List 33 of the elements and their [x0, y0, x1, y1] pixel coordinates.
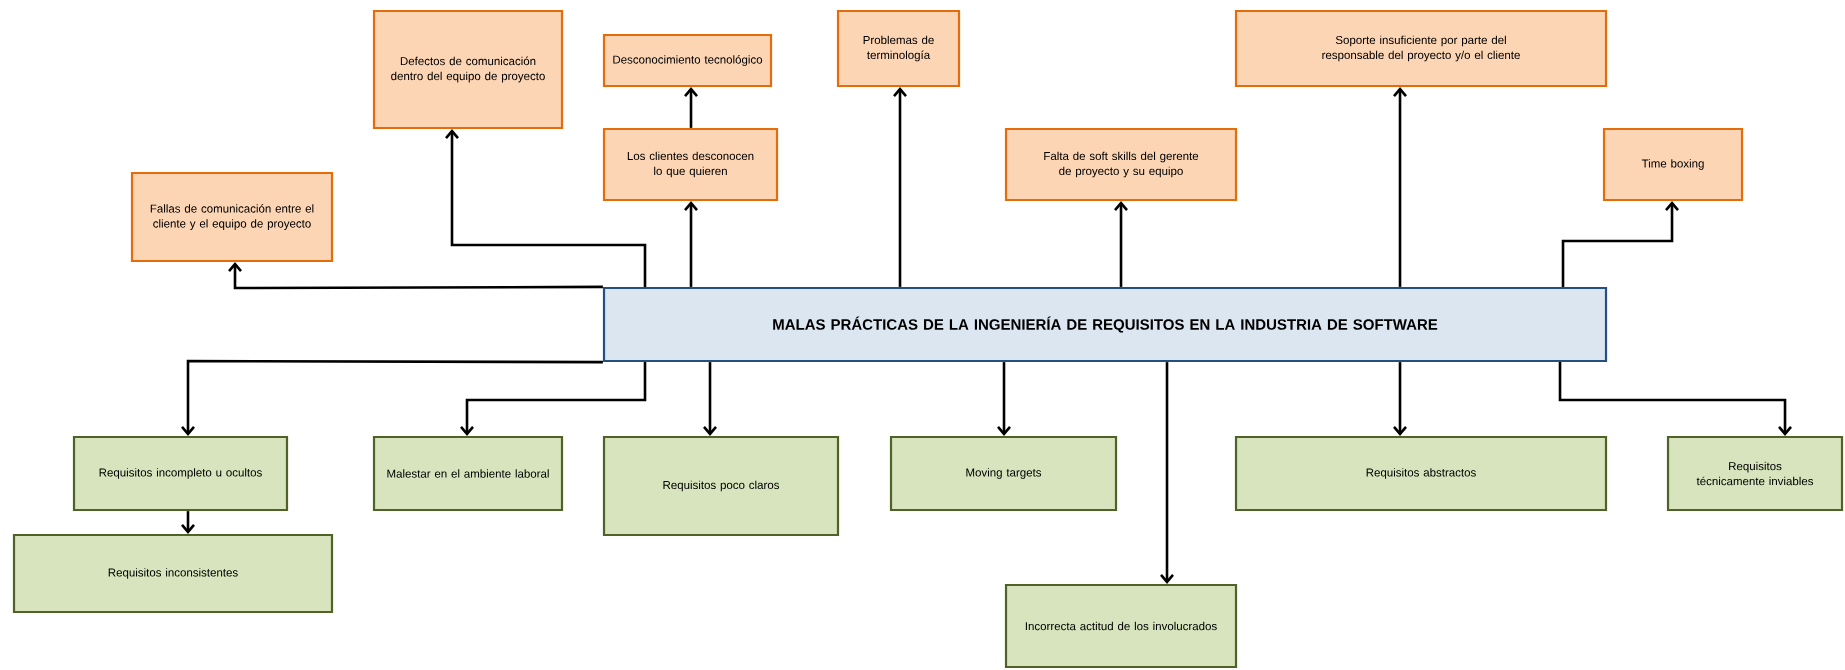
arrow [997, 362, 1011, 436]
effect-box: Incorrecta actitud de los involucrados [1004, 583, 1238, 669]
arrow [1561, 201, 1679, 287]
effect-box: Requisitos abstractos [1234, 435, 1608, 512]
summary-box: MALAS PRÁCTICAS DE LA INGENIERÍA DE REQUISITOS EN LA INDUSTRIA DE SOFTWARE [602, 286, 1608, 363]
arrow [1114, 201, 1128, 287]
effect-box: Moving targets [889, 435, 1118, 512]
cause-box: Desconocimiento tecnológico [602, 33, 773, 88]
arrow [1558, 362, 1792, 436]
arrow [1393, 87, 1407, 287]
arrow [703, 362, 717, 436]
effect-box: Requisitos inconsistentes [12, 533, 334, 614]
effect-box: Requisitos incompleto u ocultos [72, 435, 289, 512]
arrow [181, 511, 195, 534]
cause-box: Falta de soft skills del gerente de proyecto y su equipo [1004, 127, 1238, 202]
arrow [228, 262, 603, 290]
arrow [181, 359, 603, 436]
effect-box: Requisitos técnicamente inviables [1666, 435, 1844, 512]
cause-box: Fallas de comunicación entre el cliente y el equipo de proyecto [130, 171, 334, 263]
cause-box: Problemas de terminología [836, 9, 961, 88]
arrow [1160, 362, 1174, 584]
cause-box: Los clientes desconocen lo que quieren [602, 127, 779, 202]
arrow [684, 201, 698, 287]
arrow [893, 87, 907, 287]
effect-box: Requisitos poco claros [602, 435, 840, 537]
cause-box: Time boxing [1602, 127, 1744, 202]
arrow [1393, 362, 1407, 436]
arrow [445, 129, 647, 287]
cause-box: Defectos de comunicación dentro del equipo de proyecto [372, 9, 564, 130]
effect-box: Malestar en el ambiente laboral [372, 435, 564, 512]
cause-box: Soporte insuficiente por parte del responsable del proyecto y/o el cliente [1234, 9, 1608, 88]
arrow [460, 362, 647, 436]
arrow [684, 87, 698, 128]
